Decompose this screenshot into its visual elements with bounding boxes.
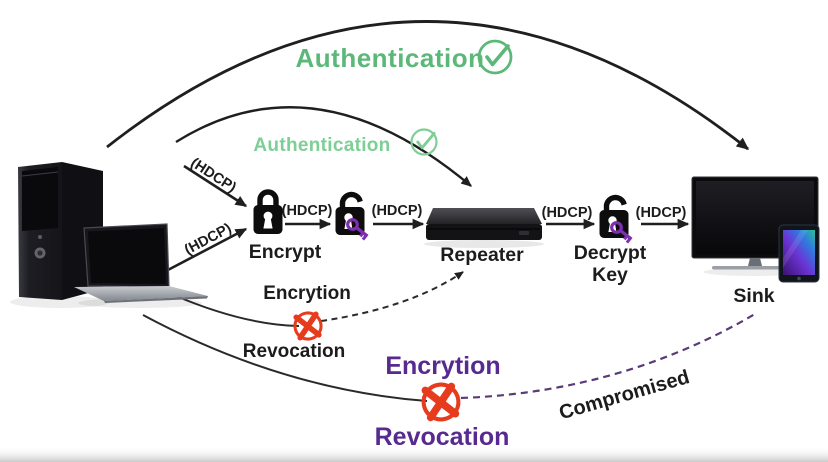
arrow-authentication-top	[106, 20, 750, 151]
arrow-authentication-inner	[175, 106, 472, 187]
hdcp-label-3: (HDCP)	[542, 205, 593, 221]
encrytion-bottom-label: Encrytion	[385, 352, 500, 380]
hdcp-label-upper-diagonal: (HDCP)	[188, 155, 239, 196]
tower-power-button-inner	[37, 250, 43, 256]
repeater-device-icon	[426, 208, 542, 240]
tower-shadow	[10, 296, 110, 308]
lock-closed-icon	[254, 192, 283, 234]
tower-led	[38, 235, 42, 239]
revocation-mid-label: Revocation	[243, 341, 345, 362]
decrypt-label-line2: Key	[592, 264, 628, 286]
tv-stand-bar	[712, 266, 800, 270]
laptop-base	[74, 286, 208, 301]
encrytion-mid-label: Encrytion	[263, 283, 351, 304]
decrypt-label-line1: Decrypt	[574, 242, 647, 264]
arrow-source-hdcp-lower	[165, 227, 248, 273]
hdcp-label-4: (HDCP)	[636, 205, 687, 221]
laptop-screen	[88, 228, 166, 284]
bottom-vignette	[0, 446, 828, 462]
compromised-label: Compromised	[557, 366, 692, 424]
repeater-top	[426, 208, 542, 224]
tower-bay	[22, 167, 58, 231]
lock-open-key-icon-decrypt	[600, 198, 635, 244]
tablet-screen	[783, 230, 815, 275]
x-icon-bottom	[422, 383, 460, 421]
repeater-shadow	[424, 240, 544, 248]
sink-label: Sink	[733, 285, 774, 307]
laptop-base-edge	[104, 296, 208, 303]
lock-open-key-icon	[336, 195, 371, 241]
curve-revocation-mid-solid	[175, 295, 300, 327]
hdcp-label-1: (HDCP)	[282, 203, 333, 219]
authentication-top-label: Authentication	[296, 43, 485, 73]
tablet-home-button	[797, 276, 801, 281]
tv-stand-neck	[748, 258, 762, 266]
curve-revocation-bottom-solid	[142, 314, 428, 402]
repeater-button	[519, 231, 529, 235]
arrow-source-hdcp-upper	[183, 164, 248, 208]
laptop-icon	[74, 223, 208, 303]
authentication-inner-label: Authentication	[253, 135, 390, 156]
tablet-icon	[778, 224, 820, 283]
repeater-label: Repeater	[440, 244, 524, 266]
tower-bay-line	[21, 171, 59, 177]
hdcp-label-2: (HDCP)	[372, 203, 423, 219]
encrypt-label: Encrypt	[249, 241, 322, 263]
repeater-front	[426, 224, 542, 240]
tablet-screen-glare	[783, 230, 808, 268]
curve-compromised-dashed	[460, 313, 756, 400]
